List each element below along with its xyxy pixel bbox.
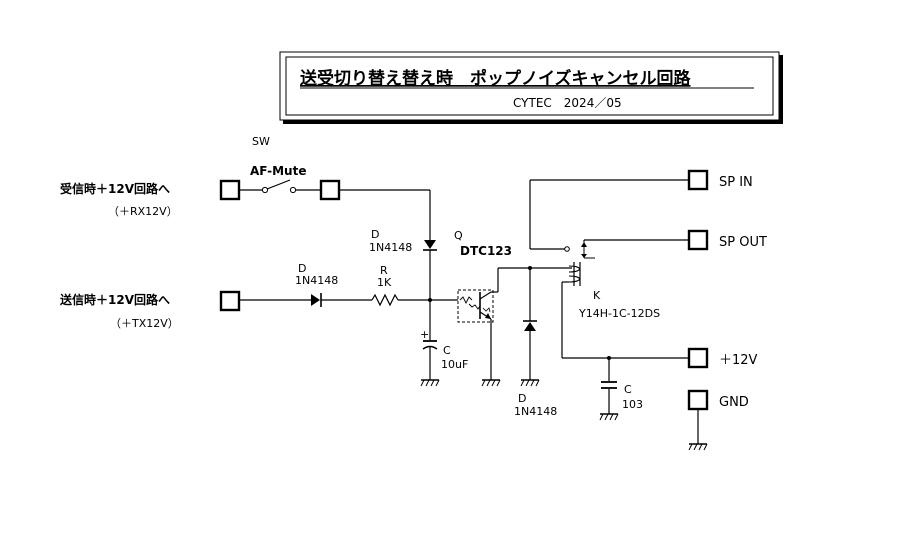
switch-ref: SW: [252, 135, 270, 148]
gnd-label: GND: [719, 395, 749, 410]
q-part: DTC123: [460, 244, 512, 258]
d1-ref: D: [371, 228, 379, 241]
gnd-terminal: [687, 389, 709, 411]
d3-part: 1N4148: [514, 405, 557, 418]
relay-k: K Y14H-1C-12DS: [564, 241, 660, 320]
title-box: 送受切り替え替え時 ポップノイズキャンセル回路 CYTEC 2024／05: [279, 51, 783, 124]
ground-symbol-d3: [520, 379, 540, 387]
plus12v-terminal: [687, 347, 709, 369]
tx-input-sublabel: （＋TX12V）: [110, 317, 179, 330]
ground-symbol-gnd: [688, 443, 708, 451]
resistor-r: R 1K: [371, 264, 399, 307]
diagram-title: 送受切り替え替え時 ポップノイズキャンセル回路: [300, 68, 691, 89]
d2-part: 1N4148: [295, 274, 338, 287]
ground-symbol-c2: [599, 413, 619, 421]
c2-value: 103: [622, 398, 643, 411]
d2-ref: D: [298, 262, 306, 275]
switch-name: AF-Mute: [250, 164, 306, 178]
mute-switch: SW AF-Mute: [239, 135, 321, 194]
k-part: Y14H-1C-12DS: [578, 307, 660, 320]
plus12v-label: ＋12V: [719, 353, 758, 368]
tx-input-label: 送信時＋12V回路へ: [59, 292, 170, 307]
diode-d1: D 1N4148: [369, 228, 437, 254]
diode-d3: D 1N4148: [514, 320, 557, 418]
sp-in-label: SP IN: [719, 175, 753, 190]
r-ref: R: [380, 264, 388, 277]
switch-out-terminal: [319, 179, 341, 201]
c1-value: 10uF: [441, 358, 468, 371]
k-ref: K: [593, 289, 601, 302]
sp-out-label: SP OUT: [719, 235, 767, 250]
q-ref: Q: [454, 229, 463, 242]
transistor-q: Q DTC123: [454, 229, 512, 323]
ground-symbol-c1: [420, 379, 440, 387]
rx-input-terminal: [219, 179, 241, 201]
d3-ref: D: [518, 392, 526, 405]
tx-input-terminal: [219, 290, 241, 312]
c2-ref: C: [624, 383, 632, 396]
svg-text:+: +: [420, 328, 429, 341]
d1-part: 1N4148: [369, 241, 412, 254]
sp-in-terminal: [687, 169, 709, 191]
sp-out-terminal: [687, 229, 709, 251]
r-value: 1K: [377, 276, 392, 289]
diagram-subtitle: CYTEC 2024／05: [513, 96, 622, 110]
rx-input-sublabel: （＋RX12V）: [108, 205, 178, 218]
capacitor-c1: + C 10uF: [420, 328, 468, 371]
c1-ref: C: [443, 344, 451, 357]
rx-input-label: 受信時＋12V回路へ: [60, 181, 170, 196]
capacitor-c2: C 103: [601, 381, 643, 411]
ground-symbol-q: [481, 379, 501, 387]
